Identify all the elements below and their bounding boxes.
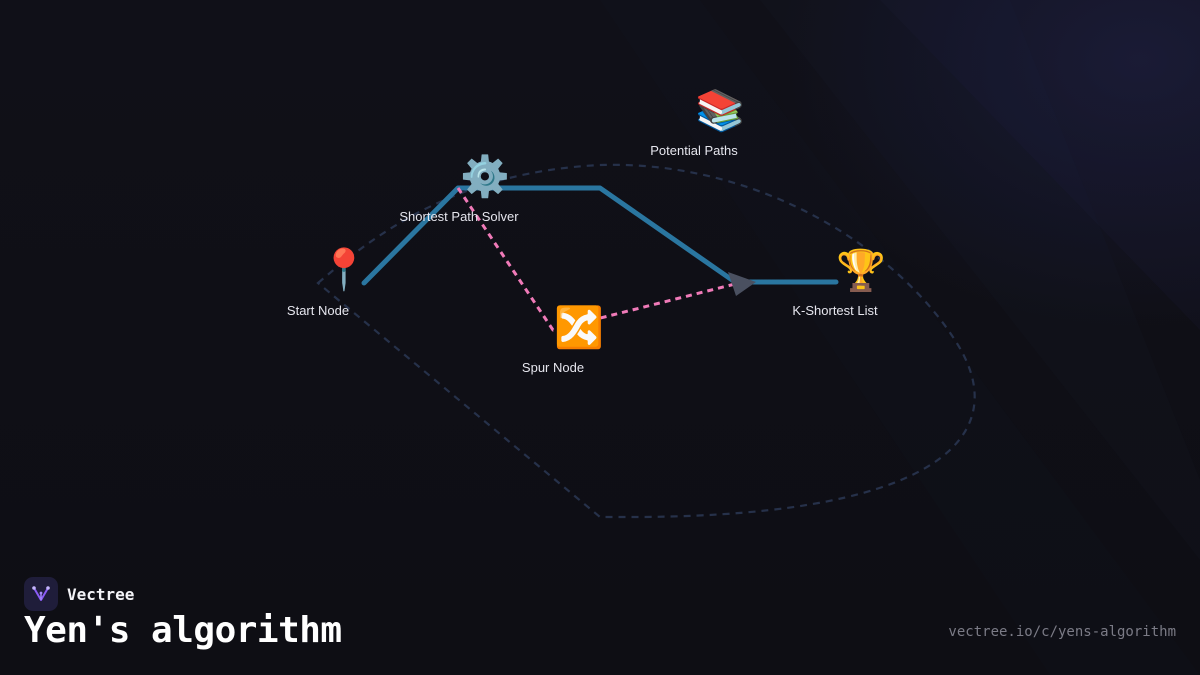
pin-icon: 📍 (319, 246, 369, 293)
node-label: Shortest Path Solver (399, 209, 519, 224)
node-label: Potential Paths (650, 143, 738, 158)
node-label: Spur Node (522, 360, 584, 375)
node-label: K-Shortest List (792, 303, 878, 318)
trophy-icon: 🏆 (836, 247, 886, 294)
vectree-logo-icon (24, 577, 58, 611)
node-potential-paths[interactable]: 📚 Potential Paths (650, 88, 745, 158)
page-url[interactable]: vectree.io/c/yens-algorithm (948, 624, 1176, 640)
page-title: Yen's algorithm (24, 610, 342, 651)
gear-icon: ⚙️ (460, 153, 510, 200)
arrow-head (728, 272, 756, 296)
books-icon: 📚 (695, 88, 745, 134)
node-start-node[interactable]: 📍 Start Node (287, 246, 369, 318)
brand-name: Vectree (67, 584, 135, 604)
brand[interactable]: Vectree (24, 577, 134, 611)
node-spur-node[interactable]: 🔀 Spur Node (522, 304, 604, 375)
node-k-shortest-list[interactable]: 🏆 K-Shortest List (792, 247, 886, 318)
shuffle-icon: 🔀 (554, 304, 604, 351)
spur-path-edge (456, 187, 736, 332)
node-label: Start Node (287, 303, 349, 318)
graph-hull (316, 163, 976, 519)
shortest-path-edge (361, 185, 839, 286)
node-shortest-path-solver[interactable]: ⚙️ Shortest Path Solver (399, 153, 519, 224)
